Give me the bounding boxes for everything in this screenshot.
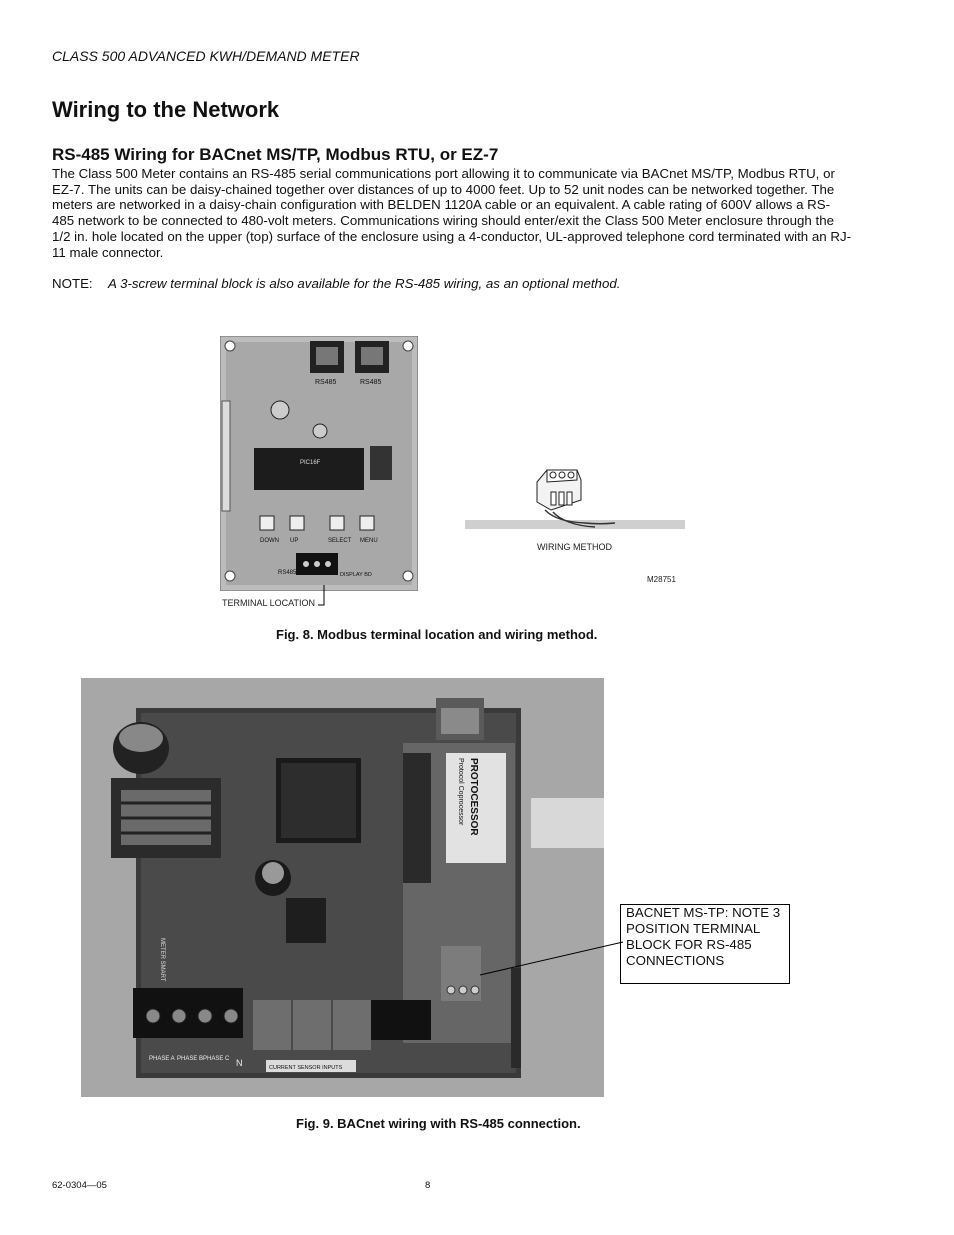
phase-b-label: PHASE B	[177, 1056, 203, 1062]
note: NOTE: A 3-screw terminal block is also av…	[52, 276, 620, 291]
button-label: SELECT	[328, 538, 352, 544]
callout-leader-line	[479, 941, 624, 976]
sensor-label: CURRENT SENSOR INPUTS	[269, 1065, 343, 1071]
section-subtitle: RS-485 Wiring for BACnet MS/TP, Modbus R…	[52, 145, 499, 164]
neutral-label: N	[236, 1058, 243, 1068]
terminal-location-label: TERMINAL LOCATION	[222, 598, 316, 608]
note-label: NOTE:	[52, 276, 93, 291]
bacnet-callout: BACNET MS-TP: NOTE 3 POSITION TERMINAL B…	[620, 904, 790, 984]
body-paragraph: The Class 500 Meter contains an RS-485 s…	[52, 166, 852, 260]
page-number: 8	[425, 1180, 431, 1191]
figure-9-caption: Fig. 9. BACnet wiring with RS-485 connec…	[296, 1116, 581, 1131]
note-text: A 3-screw terminal block is also availab…	[108, 276, 621, 291]
chip-label: PIC16F	[300, 460, 321, 466]
meter-label: METER SMART	[159, 938, 165, 982]
modbus-board-photo: RS485 RS485 PIC16F DOWN UP SELECT MENU R…	[220, 336, 418, 591]
wiring-method-label: WIRING METHOD	[537, 542, 612, 552]
protocessor-sub-label: Protocol Coprocessor	[457, 758, 464, 826]
doc-number: 62-0304—05	[52, 1180, 107, 1191]
terminal-port-label: RS485	[278, 570, 297, 576]
section-title: Wiring to the Network	[52, 97, 280, 122]
running-title: CLASS 500 ADVANCED KWH/DEMAND METER	[52, 48, 360, 64]
bacnet-board-photo: PROTOCESSOR Protocol Coprocessor PHASE A…	[81, 678, 604, 1097]
phase-a-label: PHASE A	[149, 1056, 175, 1062]
drawing-number: M28751	[647, 575, 676, 584]
phase-c-label: PHASE C	[203, 1056, 230, 1062]
terminal-leader-line	[318, 585, 325, 606]
rs485-port-label: RS485	[315, 379, 337, 386]
display-board-label: DISPLAY BD	[340, 572, 372, 578]
protocessor-label: PROTOCESSOR	[468, 758, 479, 836]
button-label: UP	[290, 538, 298, 544]
rs485-port-label: RS485	[360, 379, 382, 386]
button-label: MENU	[360, 538, 378, 544]
wiring-method-drawing	[465, 469, 685, 529]
figure-8-caption: Fig. 8. Modbus terminal location and wir…	[276, 627, 598, 642]
button-label: DOWN	[260, 538, 279, 544]
